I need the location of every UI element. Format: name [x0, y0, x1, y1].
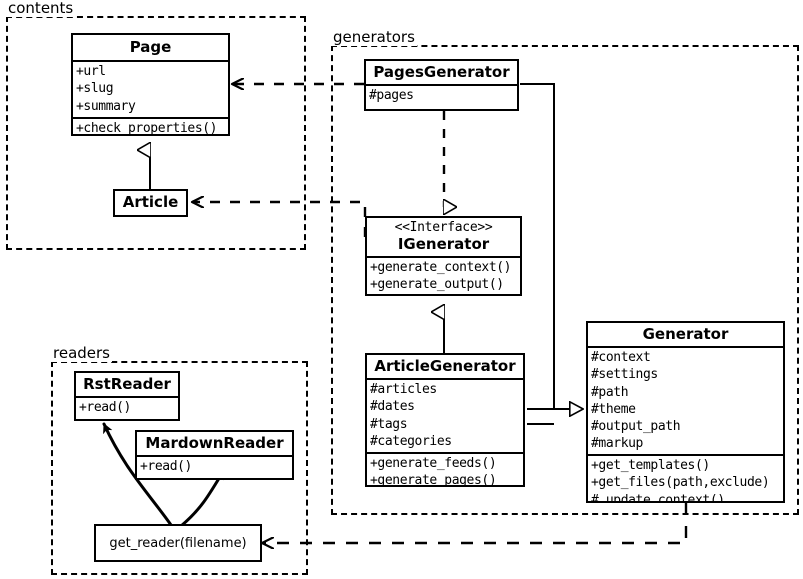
class-article-generator[interactable]: ArticleGenerator #articles #dates #tags …	[365, 353, 525, 487]
class-markdown-reader-name: MardownReader	[145, 434, 284, 452]
class-member: #_update_context()	[591, 492, 725, 503]
class-generator[interactable]: Generator #context #settings #path #them…	[586, 321, 785, 503]
class-page-name: Page	[129, 38, 172, 56]
class-page-sep-1	[73, 60, 228, 63]
package-contents	[6, 16, 306, 250]
class-igenerator-methods: +generate_context() +generate_output()	[367, 258, 520, 294]
class-article-generator-name: ArticleGenerator	[374, 357, 516, 375]
class-member: +read()	[140, 459, 192, 475]
class-generator-attributes: #context #settings #path #theme #output_…	[588, 348, 783, 454]
class-member: #tags	[370, 416, 408, 432]
function-get-reader-label: get_reader(filename)	[109, 535, 247, 551]
class-page-sep-2	[73, 116, 228, 119]
class-markdown-reader[interactable]: MardownReader +read()	[135, 430, 294, 480]
class-rst-reader-sep-1	[76, 396, 178, 399]
class-igenerator-stereotype: <<Interface>>	[394, 220, 493, 235]
class-member: #articles	[370, 382, 437, 398]
class-article-generator-sep-1	[367, 378, 523, 381]
class-member: #markup	[591, 436, 643, 452]
class-member: #theme	[591, 401, 636, 417]
class-member: +generate_output()	[370, 277, 504, 293]
class-generator-sep-1	[588, 346, 783, 349]
class-member: +read()	[79, 400, 131, 416]
class-article[interactable]: Article	[113, 189, 188, 217]
class-member: +slug	[76, 81, 114, 97]
class-member: +url	[76, 64, 106, 80]
class-pages-generator-name: PagesGenerator	[373, 63, 510, 81]
class-generator-name: Generator	[642, 325, 729, 343]
class-member: +summary	[76, 98, 136, 114]
class-generator-methods: +get_templates() +get_files(path,exclude…	[588, 456, 783, 503]
class-rst-reader-methods: +read()	[76, 398, 178, 418]
class-igenerator-sep-1	[367, 256, 520, 259]
class-member: #output_path	[591, 418, 681, 434]
class-page[interactable]: Page +url +slug +summary +check_properti…	[71, 33, 230, 136]
class-member: #dates	[370, 399, 415, 415]
class-member: +generate_feeds()	[370, 455, 497, 471]
class-article-name: Article	[122, 193, 179, 211]
class-member: +generate_pages()	[370, 473, 497, 487]
class-igenerator-name: <<Interface>> IGenerator	[367, 218, 520, 256]
class-member: #path	[591, 384, 629, 400]
class-pages-generator[interactable]: PagesGenerator #pages	[364, 59, 519, 111]
class-markdown-reader-methods: +read()	[137, 457, 292, 477]
class-article-generator-sep-2	[367, 451, 523, 454]
class-page-methods: +check_properties()	[73, 119, 228, 136]
class-rst-reader[interactable]: RstReader +read()	[74, 371, 180, 421]
class-igenerator-name-text: IGenerator	[397, 234, 490, 253]
class-member: +get_files(path,exclude)	[591, 475, 770, 491]
package-generators	[331, 45, 799, 515]
package-readers-label: readers	[51, 344, 112, 362]
class-pages-generator-attributes: #pages	[366, 86, 517, 106]
class-member: #pages	[369, 88, 414, 104]
class-article-generator-attributes: #articles #dates #tags #categories	[367, 380, 523, 452]
class-markdown-reader-sep-1	[137, 455, 292, 458]
class-pages-generator-sep-1	[366, 84, 517, 87]
package-generators-label: generators	[331, 28, 417, 46]
class-igenerator[interactable]: <<Interface>> IGenerator +generate_conte…	[365, 216, 522, 296]
class-member: +get_templates()	[591, 458, 710, 474]
class-member: +check_properties()	[76, 120, 218, 136]
class-generator-sep-2	[588, 454, 783, 457]
class-member: #settings	[591, 367, 658, 383]
class-page-attributes: +url +slug +summary	[73, 62, 228, 116]
package-readers	[51, 361, 308, 575]
class-rst-reader-name: RstReader	[83, 375, 171, 393]
class-article-generator-methods: +generate_feeds() +generate_pages()	[367, 454, 523, 487]
class-member: #categories	[370, 433, 452, 449]
package-contents-label: contents	[6, 0, 76, 17]
class-member: #context	[591, 350, 651, 366]
function-get-reader[interactable]: get_reader(filename)	[94, 524, 262, 562]
class-member: +generate_context()	[370, 260, 512, 276]
